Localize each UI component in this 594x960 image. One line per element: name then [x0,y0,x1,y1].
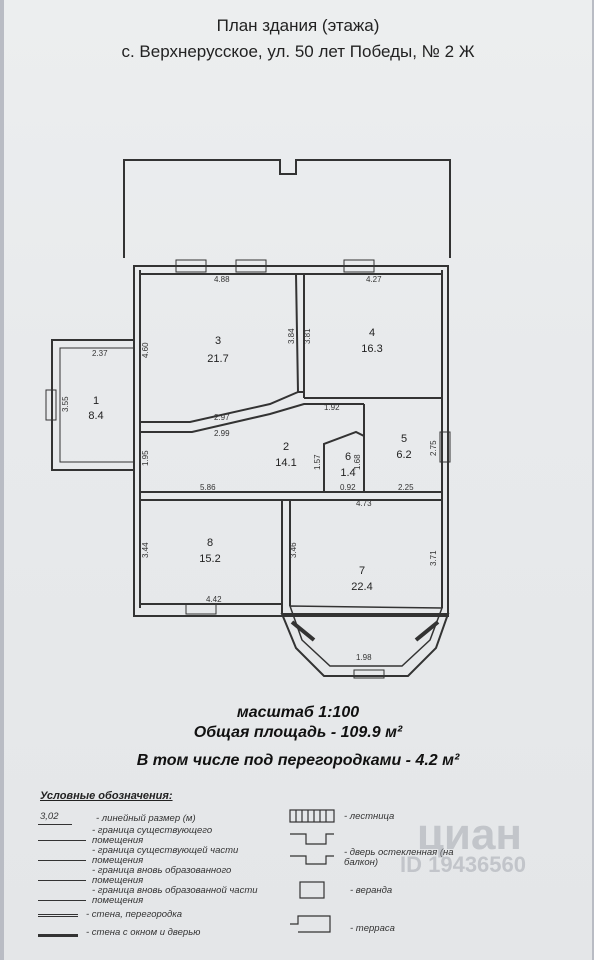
dim-label: 2.37 [92,349,108,358]
dim-label: 1.57 [313,454,322,470]
legend-line-sample [38,860,86,861]
legend-item: - веранда [350,885,393,896]
dim-label: 3.46 [289,542,298,558]
watermark-logo: циан [416,810,522,859]
room-area: 6.2 [396,449,411,461]
dim-label: 3.55 [61,396,70,412]
dim-label: 2.75 [429,440,438,456]
plan-address: с. Верхнерусское, ул. 50 лет Победы, № 2… [121,42,475,61]
room-area: 8.4 [88,410,103,422]
legend-symbols [289,809,335,933]
dim-label: 3.71 [429,550,438,566]
partitions-area-label: В том числе под перегородками - 4.2 м² [136,752,460,769]
legend-sample-dimension: 3,02 [40,811,59,822]
floor-plan: 4.88 4.27 2.37 4.60 3.84 3.81 3.55 1.95 … [45,159,451,679]
terrace-outline [123,159,451,258]
room-area: 1.4 [340,467,355,479]
room-area: 15.2 [199,553,220,565]
dim-label: 3.44 [141,542,150,558]
room-area: 22.4 [351,581,372,593]
room-number: 3 [215,335,221,347]
bay-window-wall [280,613,450,677]
dim-label: 4.60 [141,342,150,358]
legend-item: - граница вновь образованного помещения [92,865,232,886]
total-area-label: Общая площадь - 109.9 м² [193,724,403,741]
dim-label: 1.98 [356,653,372,662]
dim-label: 1.95 [141,450,150,466]
room-number: 8 [207,537,213,549]
legend-item: - терраса [350,923,395,934]
legend-item: - линейный размер (м) [96,813,196,824]
dim-label: 0.92 [340,483,356,492]
room-area: 16.3 [361,343,382,355]
plan-sheet: План здания (этажа) с. Верхнерусское, ул… [4,0,592,960]
dim-label: 3.84 [287,328,296,344]
dim-label: 1.92 [324,403,340,412]
room-number: 7 [359,565,365,577]
legend-line-sample [38,824,72,825]
room-area: 21.7 [207,353,228,365]
scale-label: масштаб 1:100 [236,704,360,721]
legend-line-sample [38,900,86,901]
dim-label: 4.88 [214,275,230,284]
dim-label: 4.42 [206,595,222,604]
room-number: 6 [345,451,351,463]
legend-line-sample [38,880,86,881]
legend-item: - дверь остекленная (на балкон) [344,847,454,868]
dim-label: 2.97 [214,413,230,422]
legend-item: - стена с окном и дверью [86,927,201,938]
dim-label: 4.27 [366,275,382,284]
legend-item: - лестница [344,811,395,822]
legend-item: - граница существующего помещения [92,825,213,846]
legend-title: Условные обозначения: [40,790,173,802]
dim-label: 2.25 [398,483,414,492]
room-number: 1 [93,395,99,407]
watermark-id: ID 19436560 [400,852,526,877]
room-number: 5 [401,433,407,445]
legend-item: - граница вновь образованной части помещ… [92,885,258,906]
legend-line-sample [38,934,78,937]
legend-line-sample [38,914,78,917]
dim-label: 1.68 [353,454,362,470]
room-area: 14.1 [275,457,296,469]
room-number: 4 [369,327,375,339]
dim-label: 2.99 [214,429,230,438]
legend-item: - граница существующей части помещения [92,845,239,866]
room-number: 2 [283,441,289,453]
plan-title: План здания (этажа) [216,16,380,35]
dim-label: 3.81 [303,328,312,344]
dim-label: 5.86 [200,483,216,492]
legend-line-sample [38,840,86,841]
dim-label: 4.73 [356,499,372,508]
legend-item: - стена, перегородка [86,909,183,920]
